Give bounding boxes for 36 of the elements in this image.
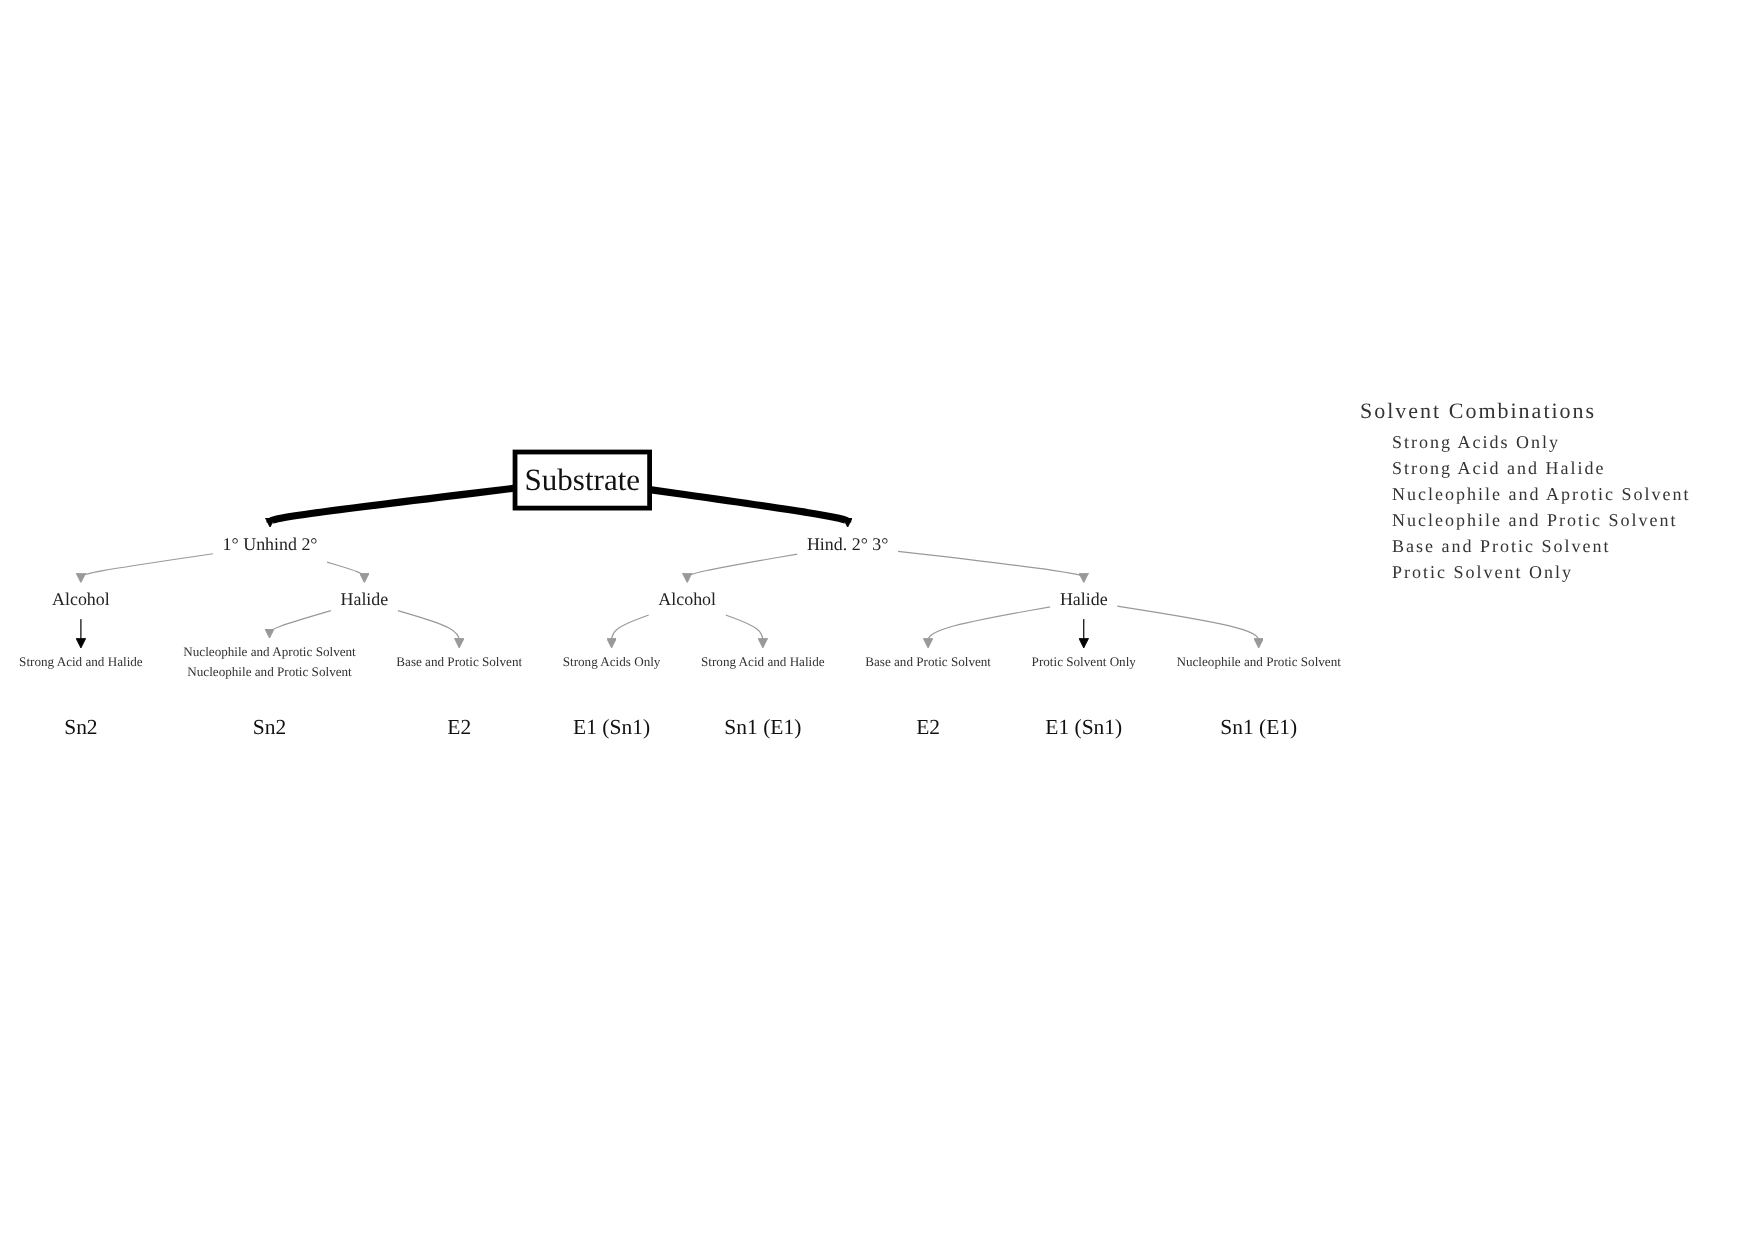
arrow [922, 606, 1051, 649]
arrow [897, 550, 1089, 584]
node-label: Sn1 (E1) [724, 714, 802, 739]
node-text: Hind. 2° 3° [806, 535, 889, 555]
node-label: Sn2 [64, 714, 98, 739]
node-label: E2 [447, 714, 472, 739]
arrow [75, 618, 87, 649]
node-text: 1° Unhind 2° [222, 535, 318, 555]
node-label: Sn1 (E1) [1220, 714, 1298, 739]
list-heading: Solvent Combinations [1360, 400, 1599, 424]
arrow [1116, 605, 1264, 649]
node-label: Sn2 [252, 714, 287, 739]
list-item: Nucleophile and Aprotic Solvent [1392, 484, 1693, 504]
list-item: Protic Solvent Only [1392, 562, 1575, 582]
node-text: Halide [340, 591, 389, 611]
arrow [649, 486, 853, 528]
list-item: Strong Acid and Halide [1392, 458, 1608, 478]
node-text: Alcohol [658, 591, 717, 611]
arrow [725, 614, 769, 649]
list-item: Nucleophile and Protic Solvent [1392, 510, 1680, 530]
list-item: Strong Acids Only [1392, 432, 1563, 452]
arrow [75, 553, 214, 584]
arrow [1078, 618, 1089, 649]
node-label: E2 [916, 714, 941, 739]
arrow [681, 553, 798, 584]
node-label: E1 (Sn1) [573, 714, 651, 739]
list-item: Base and Protic Solvent [1392, 536, 1613, 556]
arrow [397, 610, 465, 649]
node-text: Alcohol [52, 591, 110, 611]
node-text: Halide [1059, 591, 1108, 611]
arrow [264, 610, 332, 639]
arrow [264, 484, 516, 528]
node-label: E1 (Sn1) [1045, 714, 1123, 739]
arrow [606, 614, 650, 649]
arrow [326, 561, 370, 584]
node-box: Substrate [512, 449, 652, 511]
